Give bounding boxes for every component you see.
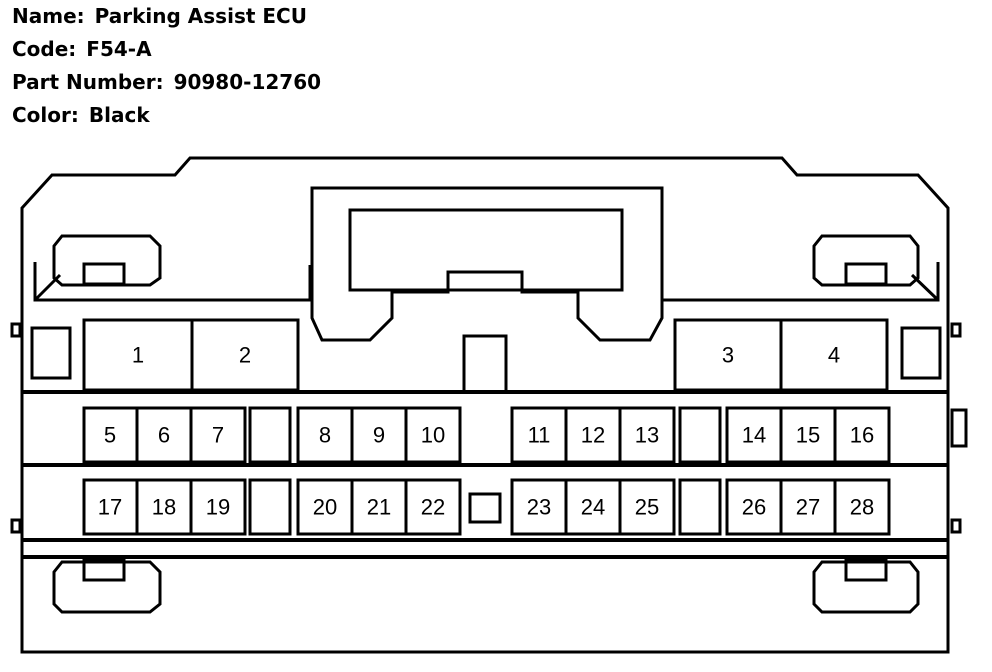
center-small-square	[468, 492, 502, 524]
pin-label-5: 5	[104, 423, 116, 448]
right-nub-lower	[950, 518, 962, 534]
connector-housing-outline	[20, 156, 950, 654]
pin-label-8: 8	[319, 423, 331, 448]
name-label: Name:	[12, 4, 85, 28]
left-side-rail	[33, 262, 312, 302]
code-value: F54-A	[86, 37, 152, 61]
pin-label-20: 20	[313, 495, 337, 520]
pin-cavity-25	[618, 478, 676, 536]
pin-label-27: 27	[796, 495, 820, 520]
pin-label-2: 2	[239, 343, 251, 368]
pin-cavity-2	[190, 318, 300, 392]
pin-cavity-28	[833, 478, 891, 536]
latch-window	[348, 208, 624, 292]
pin-label-16: 16	[850, 423, 874, 448]
bottom-right-lock-ear	[812, 560, 920, 614]
pin-label-7: 7	[212, 423, 224, 448]
empty-cavity-b	[678, 406, 722, 464]
pin-label-12: 12	[581, 423, 605, 448]
pin-cavity-7	[189, 406, 247, 464]
top-left-lock-tab	[82, 262, 126, 286]
center-key-slot	[462, 334, 508, 392]
bottom-left-lock-ear	[52, 560, 162, 614]
left-nub-upper	[10, 322, 22, 338]
pin-cavity-4	[779, 318, 889, 392]
name-row: Name: Parking Assist ECU	[12, 0, 321, 33]
pin-label-28: 28	[850, 495, 874, 520]
empty-cavity-a	[248, 406, 292, 464]
color-value: Black	[88, 103, 150, 127]
pin-cavity-19	[189, 478, 247, 536]
pin-label-18: 18	[152, 495, 176, 520]
name-value: Parking Assist ECU	[94, 4, 307, 28]
pin-label-3: 3	[722, 343, 734, 368]
top-left-lock-ear	[52, 234, 162, 287]
color-label: Color:	[12, 103, 79, 127]
pin-label-10: 10	[421, 423, 445, 448]
pin-cavity-16	[833, 406, 891, 464]
empty-cavity-c	[248, 478, 292, 536]
pin-label-22: 22	[421, 495, 445, 520]
pin-label-19: 19	[206, 495, 230, 520]
center-latch	[310, 186, 664, 342]
pin-label-24: 24	[581, 495, 605, 520]
pin-cavity-22	[404, 478, 462, 536]
pin-label-23: 23	[527, 495, 551, 520]
pin-label-15: 15	[796, 423, 820, 448]
code-row: Code: F54-A	[12, 33, 321, 66]
right-side-rail	[660, 262, 940, 302]
pin-label-14: 14	[742, 423, 766, 448]
top-right-lock-tab	[844, 262, 888, 286]
part-number-label: Part Number:	[12, 70, 164, 94]
pin-label-13: 13	[635, 423, 659, 448]
bottom-right-lock-tab	[844, 558, 888, 582]
part-number-row: Part Number: 90980-12760	[12, 66, 321, 99]
pin-label-11: 11	[528, 423, 551, 448]
pin-label-4: 4	[828, 343, 840, 368]
connector-info: Name: Parking Assist ECU Code: F54-A Part …	[12, 0, 321, 132]
pin-label-21: 21	[367, 495, 391, 520]
pin-cavity-10	[404, 406, 462, 464]
pin-label-26: 26	[742, 495, 766, 520]
code-label: Code:	[12, 37, 77, 61]
pin-label-25: 25	[635, 495, 659, 520]
right-nub-upper	[950, 322, 962, 338]
pin-label-1: 1	[132, 343, 144, 368]
pin-label-6: 6	[158, 423, 170, 448]
left-side-square	[30, 326, 72, 380]
pin-cavity-13	[618, 406, 676, 464]
top-right-lock-ear	[812, 234, 920, 287]
right-side-square	[900, 326, 942, 380]
pin-label-9: 9	[373, 423, 385, 448]
part-number-value: 90980-12760	[173, 70, 322, 94]
bottom-left-lock-tab	[82, 558, 126, 582]
left-nub-lower	[10, 518, 22, 534]
empty-cavity-d	[678, 478, 722, 536]
pin-label-17: 17	[98, 495, 122, 520]
right-nub-mid	[950, 408, 968, 448]
color-row: Color: Black	[12, 99, 321, 132]
